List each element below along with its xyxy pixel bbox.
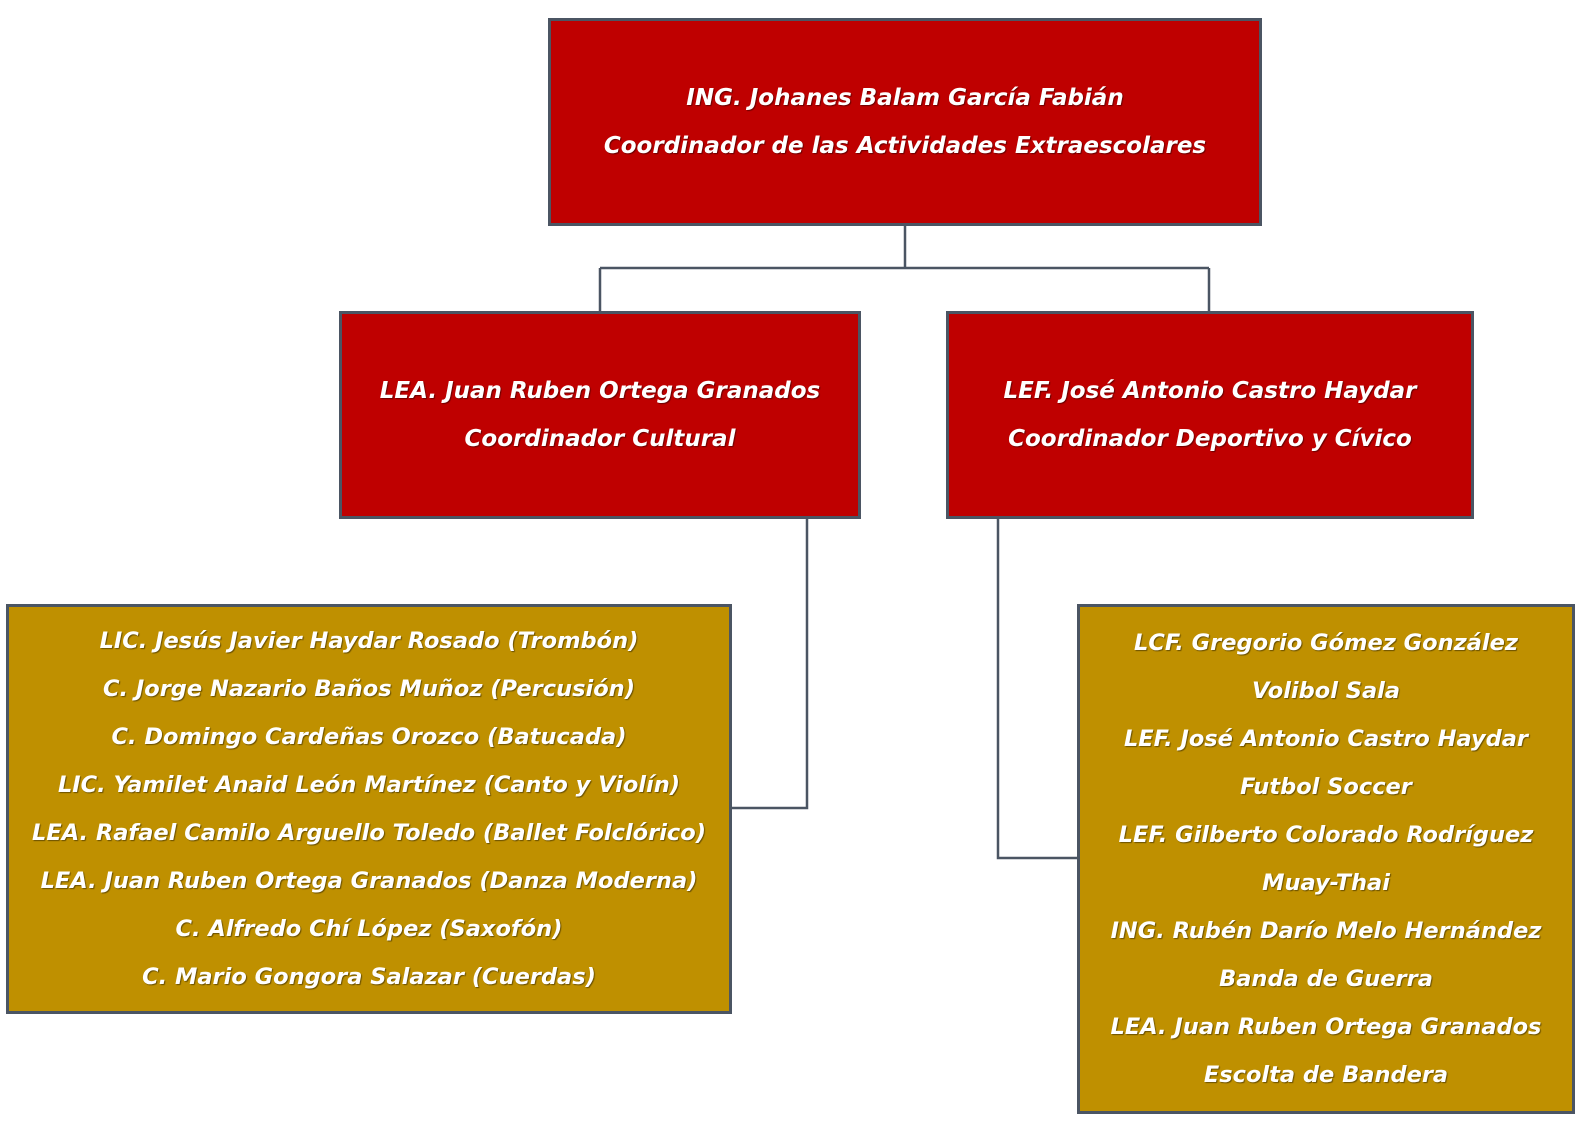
cultural-staff-item: LIC. Jesús Javier Haydar Rosado (Trombón… xyxy=(99,628,639,654)
connector-sports-to-staff xyxy=(996,519,1077,860)
cultural-staff-item: C. Alfredo Chí López (Saxofón) xyxy=(175,916,563,942)
sports-staff-item: LEA. Juan Ruben Ortega Granados xyxy=(1110,1014,1542,1040)
sports-staff-item: Muay-Thai xyxy=(1262,870,1390,896)
cultural-coordinator-role: Coordinador Cultural xyxy=(464,426,736,452)
sports-coordinator-role: Coordinador Deportivo y Cívico xyxy=(1008,426,1412,452)
node-sports-staff: LCF. Gregorio Gómez González Volibol Sal… xyxy=(1077,604,1575,1114)
cultural-staff-item: LEA. Juan Ruben Ortega Granados (Danza M… xyxy=(40,868,698,894)
sports-staff-item: ING. Rubén Darío Melo Hernández xyxy=(1110,918,1542,944)
sports-staff-item: Banda de Guerra xyxy=(1219,966,1433,992)
sports-coordinator-name: LEF. José Antonio Castro Haydar xyxy=(1003,378,1417,404)
sports-staff-item: Futbol Soccer xyxy=(1240,774,1412,800)
node-sports-coordinator: LEF. José Antonio Castro Haydar Coordina… xyxy=(946,311,1474,519)
sports-staff-item: LEF. Gilberto Colorado Rodríguez xyxy=(1118,822,1534,848)
cultural-staff-item: C. Jorge Nazario Baños Muñoz (Percusión) xyxy=(102,676,635,702)
node-cultural-coordinator: LEA. Juan Ruben Ortega Granados Coordina… xyxy=(339,311,861,519)
cultural-staff-item: C. Mario Gongora Salazar (Cuerdas) xyxy=(142,964,596,990)
cultural-coordinator-name: LEA. Juan Ruben Ortega Granados xyxy=(379,378,821,404)
connector-cultural-to-staff xyxy=(732,519,809,810)
cultural-staff-item: LEA. Rafael Camilo Arguello Toledo (Ball… xyxy=(31,820,707,846)
cultural-staff-item: LIC. Yamilet Anaid León Martínez (Canto … xyxy=(57,772,681,798)
top-coordinator-role: Coordinador de las Actividades Extraesco… xyxy=(603,133,1207,159)
sports-staff-item: Escolta de Bandera xyxy=(1203,1062,1449,1088)
connector-top-to-coordinators xyxy=(598,226,1211,311)
cultural-staff-item: C. Domingo Cardeñas Orozco (Batucada) xyxy=(111,724,627,750)
top-coordinator-name: ING. Johanes Balam García Fabián xyxy=(686,85,1124,111)
sports-staff-item: Volibol Sala xyxy=(1251,678,1401,704)
node-extracurricular-coordinator: ING. Johanes Balam García Fabián Coordin… xyxy=(548,18,1262,226)
sports-staff-item: LEF. José Antonio Castro Haydar xyxy=(1123,726,1529,752)
sports-staff-item: LCF. Gregorio Gómez González xyxy=(1134,630,1518,656)
node-cultural-staff: LIC. Jesús Javier Haydar Rosado (Trombón… xyxy=(6,604,732,1014)
